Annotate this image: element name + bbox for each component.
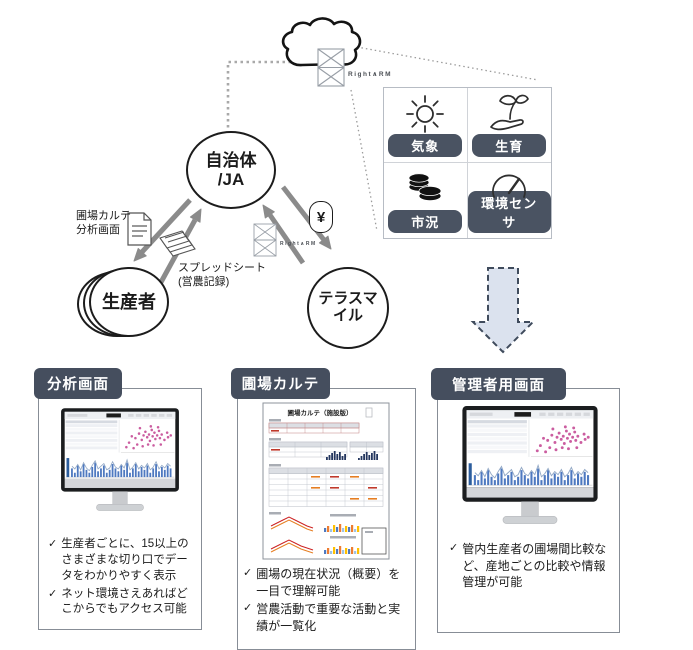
- list-item: ✓生産者ごとに、15以上のさまざまな切り口でデータをわかりやすく表示: [48, 537, 196, 585]
- coins-icon: [408, 173, 442, 201]
- section-title-field-chart: 圃場カルテ: [231, 368, 330, 399]
- entity-government-ja: 自治体 /JA: [186, 131, 276, 209]
- field-chart-document-thumbnail: [262, 402, 390, 560]
- gauge-icon: [492, 174, 527, 198]
- list-item: ✓営農活動で重要な活動と実績が一覧化: [243, 601, 407, 634]
- label-spreadsheet-records: スプレッドシート (営農記録): [178, 262, 266, 288]
- yen-icon: ¥: [309, 201, 333, 233]
- badge-growth: 生育: [472, 134, 547, 157]
- check-icon: ✓: [48, 538, 58, 550]
- rightarm-logo-icon: [317, 48, 345, 87]
- admin-notes: ✓管内生産者の圃場間比較など、産地ごとの比較や情報管理が可能: [449, 541, 611, 593]
- note-text: 生産者ごとに、15以上のさまざまな切り口でデータをわかりやすく表示: [61, 538, 189, 582]
- badge-weather: 気象: [388, 134, 463, 157]
- field-chart-notes: ✓圃場の現在状況（概要）を一目で理解可能 ✓営農活動で重要な活動と実績が一覧化: [243, 566, 407, 636]
- sun-icon: [406, 95, 445, 133]
- badge-market: 市況: [388, 210, 463, 233]
- rightarm-brand-text: Right∧RM: [348, 71, 392, 78]
- rightarm-brand-text-small: Right∧RM: [280, 241, 317, 247]
- cloud-icon: [281, 17, 362, 67]
- list-item: ✓ネット環境さえあればどこからでもアクセス可能: [48, 587, 196, 619]
- big-down-arrow: [470, 267, 536, 354]
- dashboard-monitor-thumbnail-1: [60, 408, 180, 512]
- spreadsheet-stack-icon: [159, 230, 196, 257]
- section-title-analysis: 分析画面: [34, 368, 122, 399]
- dotted-line-cloud-to-government: [226, 60, 297, 129]
- note-text: 圃場の現在状況（概要）を一目で理解可能: [256, 567, 401, 598]
- dotted-line-cloud-to-panel-bottom: [350, 89, 378, 232]
- list-item: ✓圃場の現在状況（概要）を一目で理解可能: [243, 566, 407, 599]
- document-icon: [127, 212, 152, 246]
- check-icon: ✓: [243, 567, 253, 579]
- label-field-chart-analysis: 圃場カルテ 分析画面: [76, 210, 131, 236]
- source-cell-env-sensor: 環境センサ: [467, 163, 551, 238]
- entity-producers: 生産者: [89, 267, 169, 337]
- source-cell-market: 市況: [384, 163, 468, 238]
- source-cell-growth: 生育: [467, 88, 551, 163]
- analysis-notes: ✓生産者ごとに、15以上のさまざまな切り口でデータをわかりやすく表示 ✓ネット環…: [48, 537, 196, 620]
- list-item: ✓管内生産者の圃場間比較など、産地ごとの比較や情報管理が可能: [449, 541, 611, 591]
- note-text: 管内生産者の圃場間比較など、産地ごとの比較や情報管理が可能: [462, 542, 607, 590]
- check-icon: ✓: [449, 542, 459, 554]
- check-icon: ✓: [243, 602, 253, 615]
- note-text: 営農活動で重要な活動と実績が一覧化: [256, 602, 401, 633]
- check-icon: ✓: [48, 587, 58, 600]
- rightarm-logo-small-icon: [253, 223, 277, 257]
- section-title-admin: 管理者用画面: [431, 368, 566, 400]
- sprout-hand-icon: [490, 94, 530, 131]
- badge-env-sensor: 環境センサ: [467, 191, 551, 233]
- data-sources-panel: 気象 生育: [383, 87, 552, 239]
- note-text: ネット環境さえあればどこからでもアクセス可能: [61, 587, 188, 616]
- source-cell-weather: 気象: [384, 88, 468, 163]
- dashboard-monitor-thumbnail-2: [461, 406, 599, 525]
- entity-terasmile: テラスマ イル: [307, 267, 389, 349]
